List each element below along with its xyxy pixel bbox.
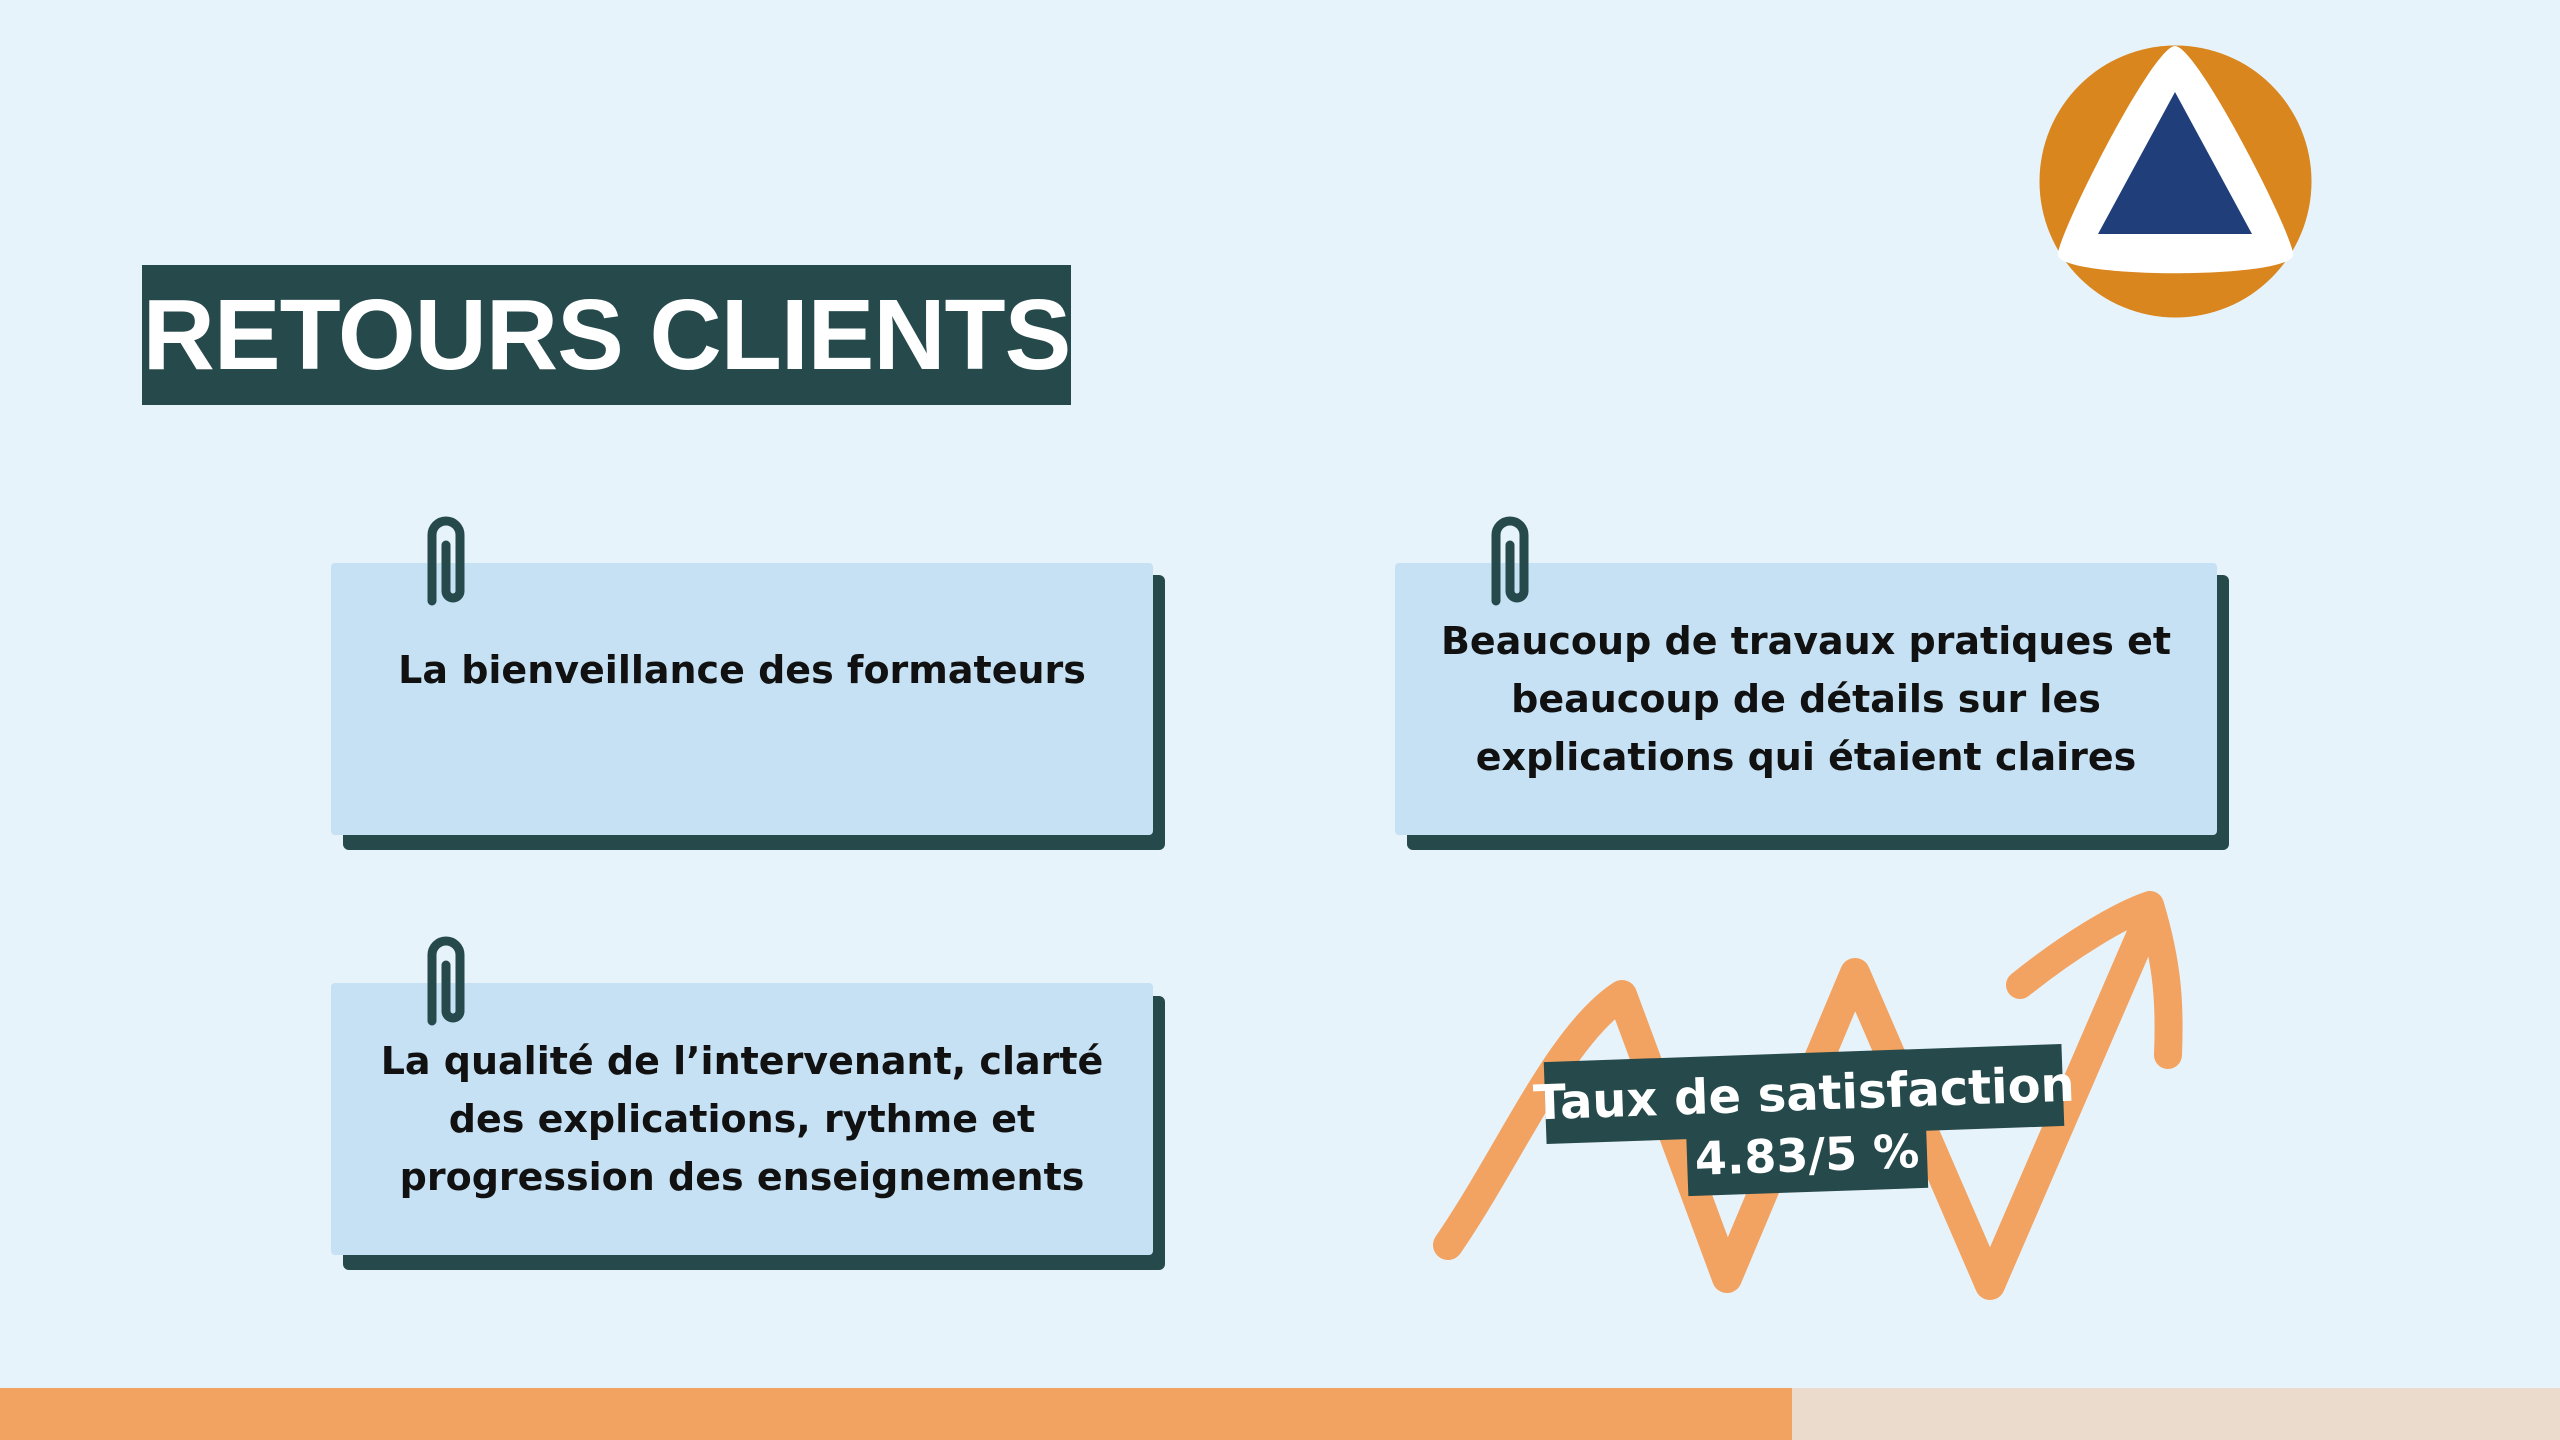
paperclip-icon: [427, 936, 465, 1026]
satisfaction-value: 4.83/5 %: [1685, 1113, 1929, 1197]
feedback-card-3: La qualité de l’intervenant, clarté des …: [331, 983, 1153, 1255]
footer-bar-right: [1792, 1388, 2560, 1440]
feedback-text-2: Beaucoup de travaux pratiques et beaucou…: [1440, 619, 2172, 779]
paperclip-icon: [427, 516, 465, 606]
feedback-text-3: La qualité de l’intervenant, clarté des …: [380, 1039, 1104, 1199]
paperclip-icon: [1491, 516, 1529, 606]
page-title: RETOURS CLIENTS: [142, 265, 1071, 405]
feedback-card-2: Beaucoup de travaux pratiques et beaucou…: [1395, 563, 2217, 835]
triangle-logo-icon: [2039, 45, 2312, 318]
footer-bar-left: [0, 1388, 1792, 1440]
feedback-card-1: La bienveillance des formateurs: [331, 563, 1153, 835]
feedback-text-1: La bienveillance des formateurs: [398, 648, 1086, 692]
